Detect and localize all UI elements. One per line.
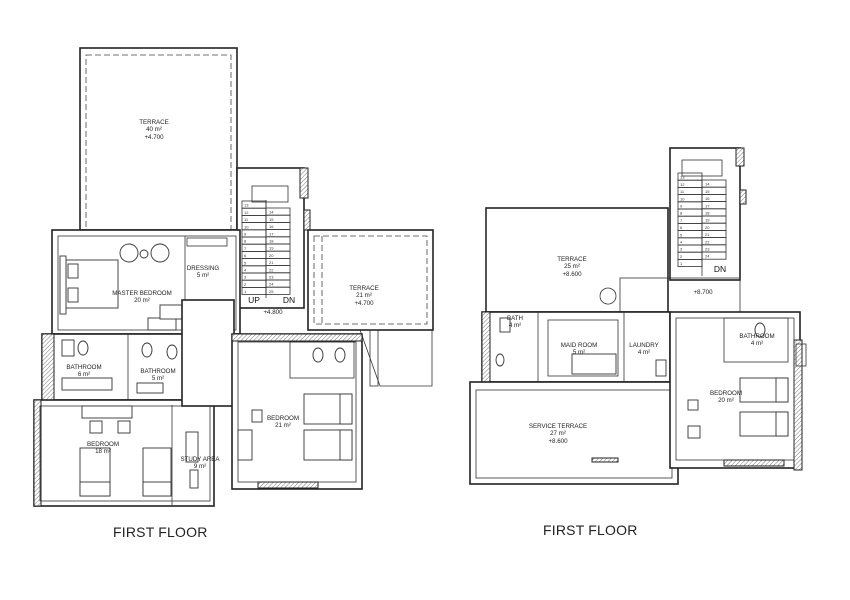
step-number: 10 — [680, 196, 685, 201]
step-number: 12 — [244, 210, 249, 215]
step-number: 7 — [680, 218, 683, 223]
step-number: 19 — [705, 218, 710, 223]
service-terrace-outline — [469, 381, 679, 485]
plan-2: 131211109876543211415161718192021222324D… — [469, 147, 807, 485]
step-number: 3 — [244, 275, 247, 280]
step-number: 9 — [680, 204, 683, 209]
step-number: 3 — [680, 247, 683, 252]
step-number: 6 — [680, 225, 683, 230]
floor-title-right: FIRST FLOOR — [543, 522, 638, 538]
step-number: 24 — [705, 254, 710, 259]
step-number: 20 — [269, 253, 274, 258]
armchair-2 — [150, 243, 170, 263]
step-number: 13 — [680, 175, 685, 180]
stair-core-1 — [236, 167, 305, 309]
step-number: 1 — [680, 261, 683, 266]
plan-1: 1312111098765432114151617181920212223242… — [33, 47, 434, 507]
step-number: 2 — [680, 254, 683, 259]
step-number: 8 — [244, 239, 247, 244]
step-number: 4 — [680, 240, 683, 245]
stair-down-label: DN — [714, 264, 726, 274]
stair-down-label: DN — [283, 295, 295, 305]
terrace-21-outline — [307, 229, 434, 331]
step-number: 14 — [269, 210, 274, 215]
step-number: 16 — [705, 196, 710, 201]
step-number: 20 — [705, 225, 710, 230]
step-number: 5 — [244, 260, 247, 265]
step-number: 10 — [244, 224, 249, 229]
step-number: 16 — [269, 224, 274, 229]
step-number: 23 — [269, 275, 274, 280]
step-number: 11 — [680, 189, 685, 194]
step-number: 13 — [244, 203, 249, 208]
step-number: 17 — [269, 231, 274, 236]
step-number: 22 — [705, 239, 710, 244]
floor-title-left: FIRST FLOOR — [113, 524, 208, 540]
terrace-25-outline — [485, 207, 669, 313]
step-number: 9 — [244, 232, 247, 237]
step-number: 18 — [705, 211, 710, 216]
step-number: 5 — [680, 232, 683, 237]
stair-level-label: +4.800 — [263, 309, 283, 316]
step-number: 2 — [244, 282, 247, 287]
armchair-1 — [119, 243, 139, 263]
step-number: 12 — [680, 182, 685, 187]
step-number: 21 — [269, 260, 274, 265]
step-number: 18 — [269, 239, 274, 244]
step-number: 1 — [244, 289, 247, 294]
step-number: 15 — [705, 189, 710, 194]
step-number: 11 — [244, 217, 249, 222]
step-number: 21 — [705, 232, 710, 237]
step-number: 6 — [244, 253, 247, 258]
step-number: 19 — [269, 246, 274, 251]
step-number: 7 — [244, 246, 247, 251]
step-number: 8 — [680, 211, 683, 216]
step-number: 15 — [269, 217, 274, 222]
step-number: 25 — [269, 289, 274, 294]
step-number: 24 — [269, 282, 274, 287]
step-number: 17 — [705, 203, 710, 208]
step-number: 22 — [269, 267, 274, 272]
step-number: 14 — [705, 182, 710, 187]
stair-level-label: +8.700 — [693, 289, 713, 296]
step-number: 4 — [244, 268, 247, 273]
terrace-40-outline — [79, 47, 238, 231]
stair-up-label: UP — [248, 295, 260, 305]
step-number: 23 — [705, 247, 710, 252]
